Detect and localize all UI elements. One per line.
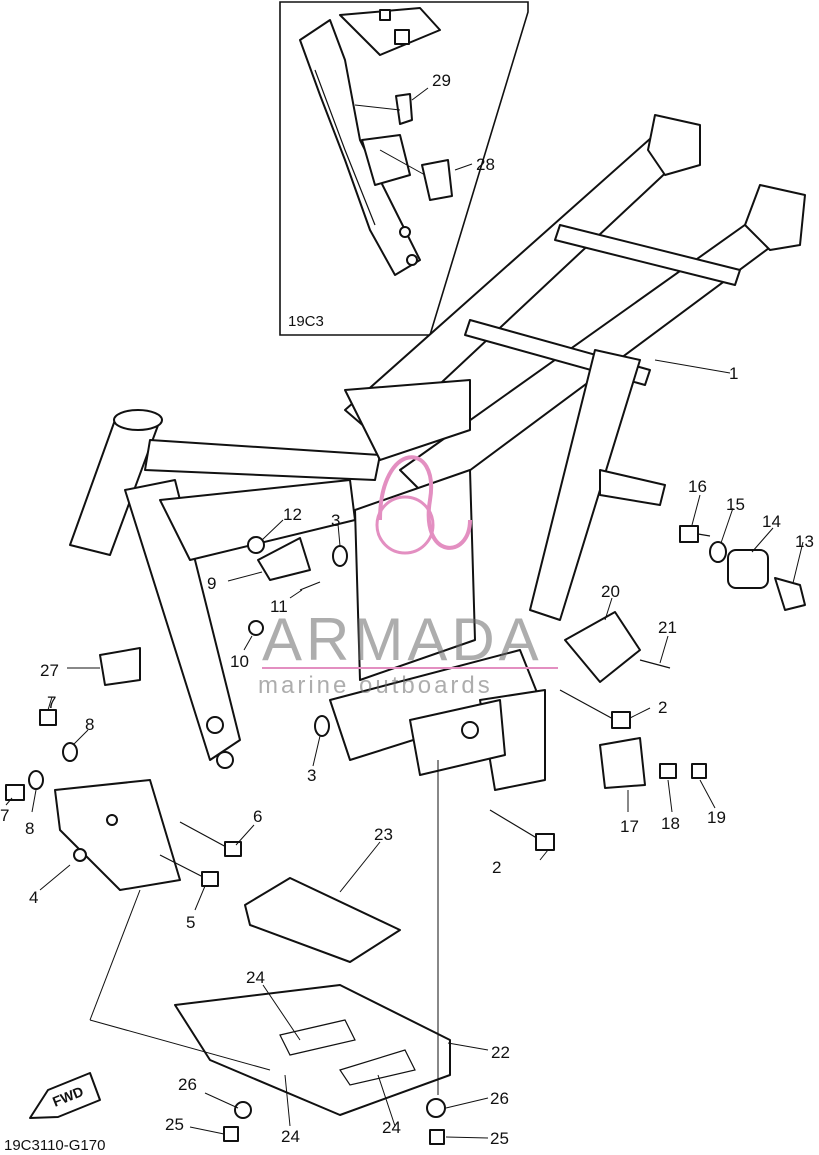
callout-27: 27 [40,661,59,680]
callout-29: 29 [432,71,451,90]
bolt-10 [248,620,264,636]
callout-10: 10 [230,652,249,671]
damper-17 [599,737,646,789]
callout-5: 5 [186,913,195,932]
callout-21: 21 [658,618,677,637]
callout-22: 22 [491,1043,510,1062]
callout-labels: 29 28 19C3 1 2 2 3 3 4 5 6 7 7 8 8 9 10 … [0,71,814,1154]
bracket-9 [257,537,311,581]
callout-28: 28 [476,155,495,174]
callout-26a: 26 [178,1075,197,1094]
callout-7a: 7 [47,693,56,712]
callout-8a: 8 [85,715,94,734]
bracket-4 [54,779,181,891]
callout-2b: 2 [492,858,501,877]
callout-18: 18 [661,814,680,833]
nut-12 [247,536,265,554]
callout-16: 16 [688,477,707,496]
callout-20: 20 [601,582,620,601]
callout-4: 4 [29,888,38,907]
callout-19: 19 [707,808,726,827]
leader-lines [5,359,804,1139]
callout-25a: 25 [165,1115,184,1134]
callout-15: 15 [726,495,745,514]
washer-15 [709,541,727,563]
bracket-20 [564,611,641,683]
diagram-code: 19C3110-G170 [4,1137,105,1154]
callout-24b: 24 [281,1127,300,1146]
callout-8b: 8 [25,819,34,838]
part-27 [99,647,141,686]
watermark-brand: ARMADA [262,606,543,673]
collar-13 [774,577,806,611]
watermark-tagline: marine outboards [258,672,493,699]
callout-13: 13 [795,532,814,551]
callout-23: 23 [374,825,393,844]
watermark-logo-icon [378,455,472,550]
bush-14 [727,549,769,589]
watermark: ARMADA marine outboards [258,455,558,699]
plate-23 [244,877,401,963]
callout-12: 12 [283,505,302,524]
callout-24a: 24 [246,968,265,987]
callout-3a: 3 [331,511,340,530]
callout-6: 6 [253,807,262,826]
callout-24c: 24 [382,1118,401,1137]
callout-14: 14 [762,512,781,531]
inset-panel [279,1,529,336]
hardware [5,525,806,1145]
callout-9: 9 [207,574,216,593]
main-frame [69,114,806,791]
callout-25b: 25 [490,1129,509,1148]
callout-17: 17 [620,817,639,836]
callout-1: 1 [729,364,738,383]
bolt-16 [679,525,699,543]
callout-7b: 7 [0,806,9,825]
callout-3b: 3 [307,766,316,785]
callout-2a: 2 [658,698,667,717]
fwd-arrow-icon [29,1072,101,1119]
callout-26b: 26 [490,1089,509,1108]
inset-code: 19C3 [288,313,324,330]
callout-11: 11 [270,597,288,616]
